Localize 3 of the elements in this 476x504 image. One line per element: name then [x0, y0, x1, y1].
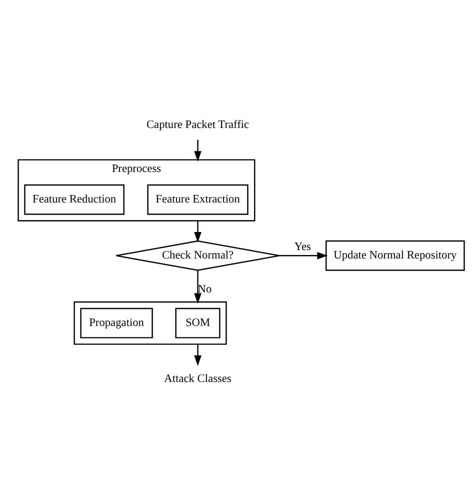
- edge-label: Yes: [294, 241, 311, 254]
- node-text: Attack Classes: [164, 373, 232, 386]
- node-text: Capture Packet Traffic: [146, 118, 250, 131]
